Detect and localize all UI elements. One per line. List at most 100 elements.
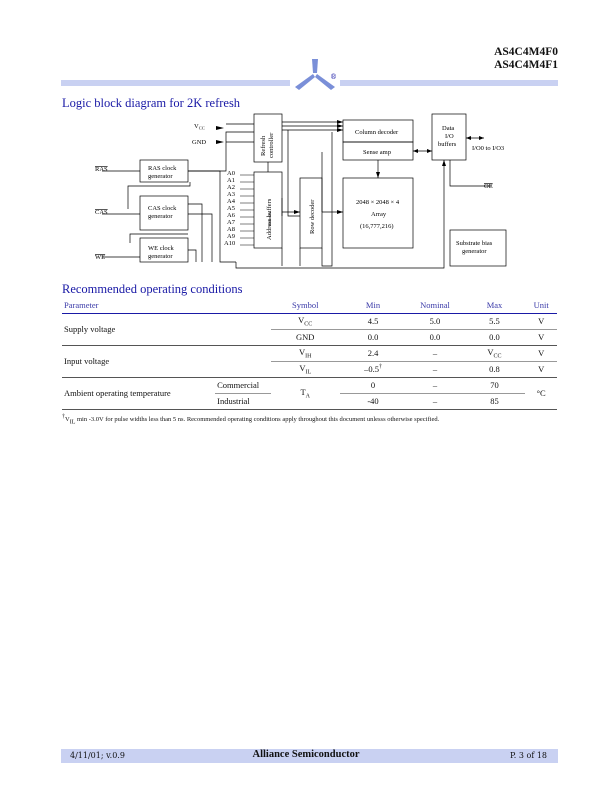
cas-label: CAS [95, 209, 108, 216]
vil-unit: V [525, 361, 557, 378]
vcc-label: VCC [194, 123, 205, 131]
industrial-max: 85 [463, 393, 526, 410]
io-bus-label: I/O0 to I/O3 [472, 145, 504, 152]
vcc-max: 5.5 [463, 313, 526, 330]
cas-clock-box [139, 195, 189, 231]
vcc-nominal: 5.0 [406, 313, 464, 330]
ras-label: RAS [95, 166, 108, 173]
alliance-logo-icon: ® [295, 59, 337, 90]
sense-amp-label: Sense amp [363, 149, 391, 156]
data-io-box [431, 113, 467, 161]
table-row: GND 0.0 0.0 0.0 V [62, 329, 557, 346]
we-label: WE [95, 254, 105, 261]
vih-nominal: – [406, 345, 464, 362]
vil-min: –0.5† [339, 361, 407, 378]
table-row: Ambient operating temperature Commercial… [62, 377, 557, 410]
section-title-operating-conditions: Recommended operating conditions [62, 282, 243, 296]
gnd-unit: V [525, 329, 557, 346]
array-line2: Array [371, 211, 387, 218]
substrate-bias-box [449, 229, 507, 267]
array-line1: 2048 × 2048 × 4 [356, 199, 400, 206]
address-line-a10: A10 [224, 240, 235, 247]
operating-conditions-table: Parameter Symbol Min Nominal Max Unit Su… [62, 298, 557, 410]
header-rule-right [340, 80, 558, 86]
col-header-max: Max [463, 298, 526, 314]
substrate-line1: Substrate bias [456, 240, 493, 247]
footer-page-number: P. 3 of 18 [510, 751, 547, 760]
table-row: Input voltage VIH 2.4 – VCC V [62, 345, 557, 378]
commercial-nominal: – [406, 377, 464, 394]
footer-company: Alliance Semiconductor [252, 749, 360, 760]
address-line-a6: A6 [227, 212, 236, 219]
part-number-2: AS4C4M4F1 [494, 58, 558, 71]
row-decoder-box [299, 177, 323, 249]
we-clock-line2: generator [148, 253, 173, 260]
header-rule-left [61, 80, 290, 86]
table-row: VIL –0.5† – 0.8 V [62, 361, 557, 378]
table-row: Industrial -40 – 85 [62, 393, 557, 410]
col-header-symbol: Symbol [270, 298, 340, 314]
array-line3: (16,777,216) [360, 223, 394, 230]
address-line-a7: A7 [227, 219, 236, 226]
cas-clock-line1: CAS clock [148, 205, 177, 212]
oe-label: OE [484, 183, 493, 190]
ras-clock-line1: RAS clock [148, 165, 177, 172]
logo-registered-mark: ® [330, 73, 337, 81]
cond-industrial: Industrial [215, 393, 271, 410]
footer-date: 4/11/01; v.0.9 [70, 751, 125, 760]
row-decoder-label: Row decoder [309, 199, 316, 234]
address-line-a9: A9 [227, 233, 235, 240]
gnd-max: 0.0 [463, 329, 526, 346]
gnd-label: GND [192, 139, 206, 146]
address-line-a4: A4 [227, 198, 236, 205]
symbol-vil: VIL [270, 361, 340, 378]
gnd-nominal: 0.0 [406, 329, 464, 346]
industrial-min: -40 [339, 393, 407, 410]
symbol-vih: VIH [270, 345, 340, 362]
refresh-controller-line1: Refresh [260, 135, 267, 156]
vil-max: 0.8 [463, 361, 526, 378]
section-title-block-diagram: Logic block diagram for 2K refresh [62, 96, 241, 110]
col-header-min: Min [339, 298, 407, 314]
substrate-line2: generator [462, 248, 487, 255]
part-numbers: AS4C4M4F0 AS4C4M4F1 [494, 46, 558, 71]
commercial-min: 0 [339, 377, 407, 394]
we-clock-line1: WE clock [148, 245, 175, 252]
data-io-line2: I/O [445, 133, 454, 140]
col-header-nominal: Nominal [406, 298, 464, 314]
commercial-max: 70 [463, 377, 526, 394]
address-line-a8: A8 [227, 226, 235, 233]
address-buffers-label: Address buffers [266, 198, 273, 240]
vil-nominal: – [406, 361, 464, 378]
address-line-a5: A5 [227, 205, 235, 212]
address-line-a2: A2 [227, 184, 235, 191]
temperature-unit: °C [525, 377, 557, 410]
gnd-min: 0.0 [339, 329, 407, 346]
cas-clock-line2: generator [148, 213, 173, 220]
vcc-min: 4.5 [339, 313, 407, 330]
symbol-gnd: GND [270, 329, 340, 346]
address-line-a3: A3 [227, 191, 235, 198]
column-decoder-label: Column decoder [355, 129, 399, 136]
table-header-row: Parameter Symbol Min Nominal Max Unit [62, 298, 557, 314]
table-footnote: †VIL min -3.0V for pulse widths less tha… [62, 414, 440, 426]
footer-band [61, 749, 558, 763]
param-supply-voltage: Supply voltage [62, 313, 271, 346]
col-header-unit: Unit [525, 298, 557, 314]
refresh-controller-line2: controller [268, 132, 275, 158]
address-line-a0: A0 [227, 170, 235, 177]
param-input-voltage: Input voltage [62, 345, 271, 378]
address-line-a1: A1 [227, 177, 235, 184]
col-header-parameter: Parameter [62, 298, 271, 314]
table-row: Supply voltage VCC 4.5 5.0 5.5 V [62, 313, 557, 346]
vcc-unit: V [525, 313, 557, 330]
data-io-line3: buffers [438, 141, 457, 148]
data-io-line1: Data [442, 125, 454, 132]
logic-block-diagram: VCC GND RAS CAS WE OE RAS clock generato… [95, 113, 507, 269]
industrial-nominal: – [406, 393, 464, 410]
vih-min: 2.4 [339, 345, 407, 362]
ras-clock-line2: generator [148, 173, 173, 180]
vih-max: VCC [463, 345, 526, 362]
symbol-ta: TA [270, 377, 340, 410]
param-ambient-temperature: Ambient operating temperature [62, 377, 216, 410]
